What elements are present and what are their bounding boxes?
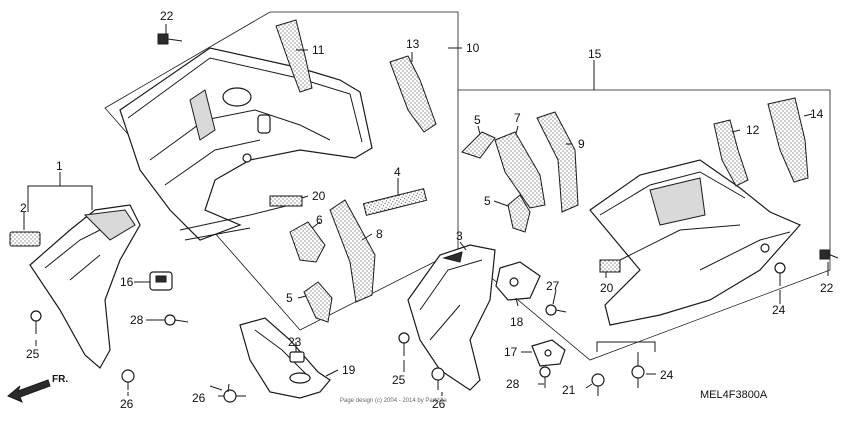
clip-16 [149,271,173,291]
bolt-22-left [157,33,183,45]
callout-1: 1 [56,159,63,173]
foam-pad-14 [767,97,809,183]
direction-label: FR. [52,374,68,385]
callout-23: 23 [288,335,302,349]
callout-9: 9 [578,137,585,151]
callout-27: 27 [546,279,560,293]
bolt-22-right [819,249,839,260]
callout-19: 19 [342,363,356,377]
inner-cover-3 [407,244,496,391]
callout-24-right: 24 [772,303,786,317]
callout-2: 2 [20,201,27,215]
callout-13: 13 [406,37,420,51]
callout-22: 22 [160,9,174,23]
foam-pad-2 [9,231,41,247]
foam-pad-5-left [303,281,333,323]
front-direction-arrow: FR. [7,374,68,403]
group-outline-right-cowl [457,89,831,361]
rivet-26-left [121,369,135,390]
leader-lines [23,24,829,397]
callout-20: 20 [312,189,326,203]
foam-pad-20b [599,259,621,273]
callout-5-lower: 5 [484,194,491,208]
rivet-21 [591,373,605,396]
rivet-26-mid [431,367,445,390]
callout-labels: 22 1 2 10 11 13 4 20 6 8 5 15 14 12 5 7 … [20,9,834,411]
foam-pad-8 [329,199,376,303]
lower-cover-19 [239,317,331,399]
bolt-28-left [164,314,189,326]
bolt-28-right [539,366,551,388]
callout-12: 12 [746,123,760,137]
foam-pad-5-right-bottom [507,194,531,233]
foam-pad-20a [269,195,303,207]
callout-28: 28 [130,313,144,327]
screw-25-mid [398,332,410,356]
callout-15: 15 [588,47,602,61]
right-lower-cowl [589,159,801,326]
foam-pad-4 [362,188,428,216]
callout-11: 11 [312,43,325,57]
bracket-17 [531,339,566,367]
diagram-part-code: MEL4F3800A [700,389,768,401]
callout-7: 7 [514,111,521,125]
callout-17: 17 [504,345,518,359]
rivet-24-right [774,262,786,286]
foam-pad-13 [389,55,437,133]
group-outline-left-cowl [104,11,459,331]
callout-20-right: 20 [600,281,614,295]
callout-18: 18 [510,315,524,329]
callout-3: 3 [456,229,463,243]
callout-26-mid: 26 [432,397,446,411]
left-side-panel [29,204,141,369]
callout-5-right: 5 [474,113,481,127]
callout-10: 10 [466,41,480,55]
callout-26-bottom: 26 [192,391,206,405]
callout-28-right: 28 [506,377,520,391]
callout-25-mid: 25 [392,373,406,387]
left-lower-cowl [119,47,373,241]
callout-4: 4 [394,165,401,179]
foam-pad-9 [536,111,579,213]
foam-pad-7 [494,131,546,209]
bracket-18 [495,261,541,301]
screw-25-left [30,310,42,334]
callout-8: 8 [376,227,383,241]
callout-24: 24 [660,368,674,382]
callout-14: 14 [810,107,824,121]
foam-pad-6 [289,221,326,263]
callout-6: 6 [316,213,323,227]
rivet-26-bottom [223,389,246,403]
foam-pad-11 [275,19,313,93]
callout-5: 5 [286,291,293,305]
clip-23 [289,351,305,363]
callout-22-right: 22 [820,281,834,295]
rivet-24-lower [631,365,645,388]
callout-21: 21 [562,383,576,397]
callout-25: 25 [26,347,40,361]
callout-16: 16 [120,275,134,289]
foam-pad-12 [713,119,749,187]
copyright-text: Page design (c) 2004 - 2014 by Partzilla [340,398,447,404]
callout-26: 26 [120,397,134,411]
screw-27 [545,304,567,316]
foam-pad-5-right-top [461,131,496,159]
